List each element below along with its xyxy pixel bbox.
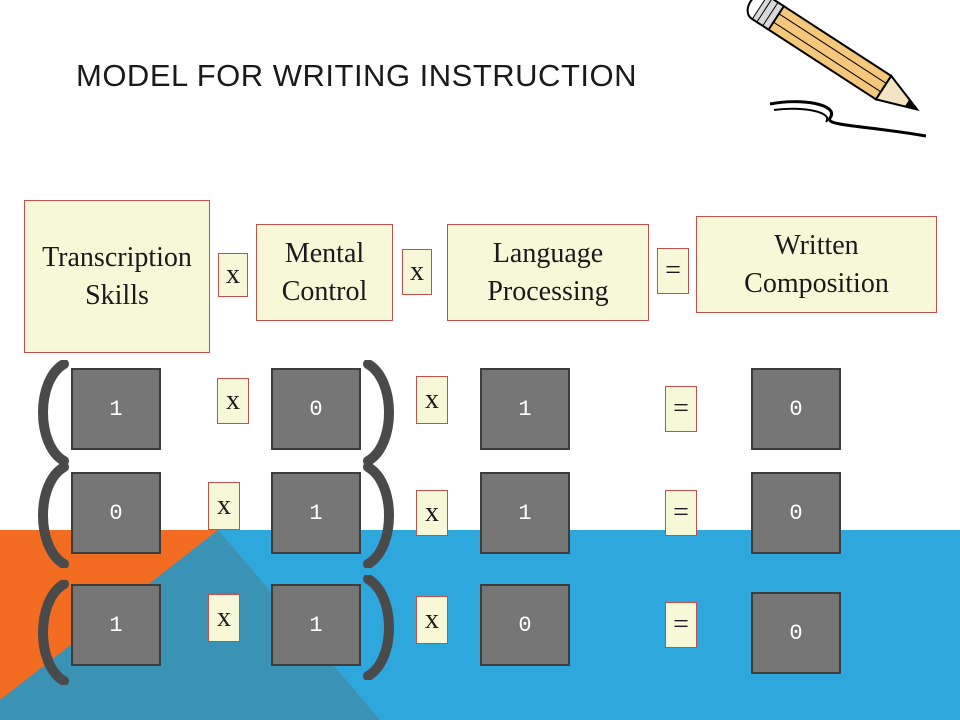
- mental-value: 0: [271, 368, 361, 450]
- times-sign: x: [218, 253, 248, 297]
- pencil-icon: [746, 0, 927, 138]
- left-parenthesis: [38, 580, 69, 685]
- right-parenthesis: [363, 575, 394, 680]
- language-value: 1: [480, 368, 570, 450]
- right-parenthesis: [363, 463, 394, 568]
- written-value: 0: [751, 592, 841, 674]
- mental-control-box: Mental Control: [256, 224, 393, 321]
- transcription-value: 1: [71, 584, 161, 666]
- language-value: 1: [480, 472, 570, 554]
- mental-value: 1: [271, 584, 361, 666]
- times-sign: x: [208, 482, 240, 530]
- transcription-skills-box: Transcription Skills: [24, 200, 210, 353]
- dark-blue-wedge: [0, 530, 380, 720]
- language-processing-box: Language Processing: [447, 224, 649, 321]
- written-value: 0: [751, 472, 841, 554]
- equals-sign: =: [657, 248, 689, 294]
- mental-value: 1: [271, 472, 361, 554]
- times-sign: x: [416, 376, 448, 424]
- written-composition-box: Written Composition: [696, 216, 937, 313]
- written-value: 0: [751, 368, 841, 450]
- right-parenthesis: [363, 360, 394, 465]
- times-sign: x: [217, 378, 249, 424]
- transcription-value: 1: [71, 368, 161, 450]
- equals-sign: =: [665, 386, 697, 432]
- equals-sign: =: [665, 602, 697, 648]
- times-sign: x: [208, 594, 240, 642]
- left-parenthesis: [38, 360, 69, 465]
- equals-sign: =: [665, 490, 697, 536]
- language-value: 0: [480, 584, 570, 666]
- transcription-value: 0: [71, 472, 161, 554]
- times-sign: x: [416, 490, 448, 536]
- left-parenthesis: [38, 463, 69, 568]
- times-sign: x: [416, 596, 448, 644]
- page-title: MODEL FOR WRITING INSTRUCTION: [76, 58, 637, 93]
- times-sign: x: [402, 249, 432, 295]
